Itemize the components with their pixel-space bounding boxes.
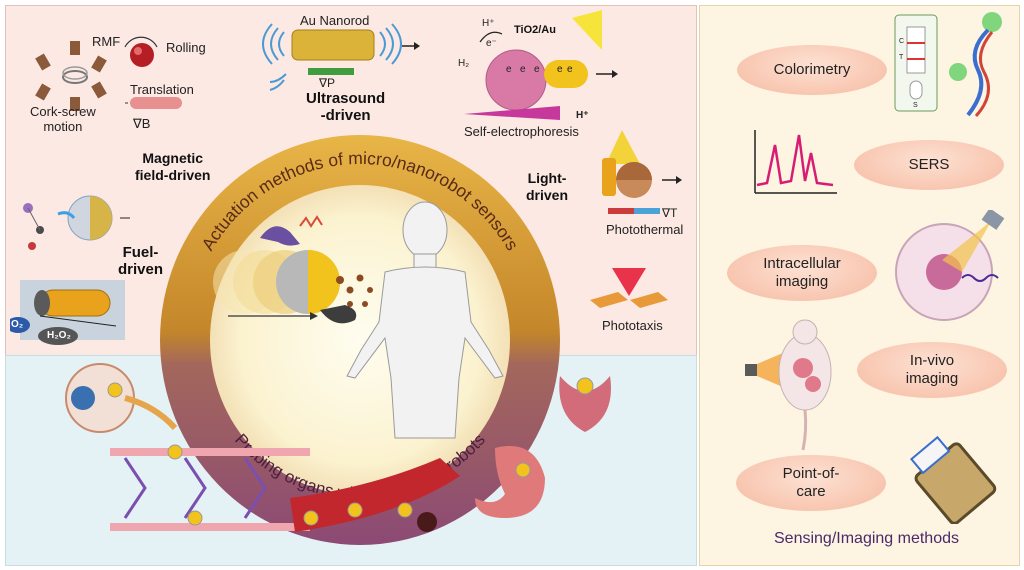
e-mark: e [520, 64, 526, 75]
robot-claw [320, 305, 357, 324]
hydrogen-label: H₂ [458, 58, 470, 69]
proton-label-gradient: H⁺ [576, 110, 589, 121]
organ-illustrations [65, 363, 611, 532]
translation-capsule-icon [130, 97, 182, 109]
translation-label: Translation [130, 82, 194, 97]
photothermal-diagram [602, 130, 682, 214]
intracellular-cell-icon [895, 210, 1005, 321]
photothermal-label: Photothermal [606, 222, 684, 237]
colorimetry-test-strip-icon [894, 14, 938, 112]
dna-probe-icon [949, 12, 1002, 118]
cargo-molecules [336, 274, 373, 307]
magnetic-diagram [35, 36, 182, 111]
e-mark: e [534, 64, 540, 75]
strip-mark-c: C [899, 38, 905, 45]
au-segment-icon [544, 60, 588, 88]
human-body-figure [346, 201, 504, 439]
fuel-diagram [10, 195, 130, 345]
oxygen-label: O₂ [11, 319, 24, 330]
e-mark: e [506, 64, 512, 75]
light-cone-icon [606, 130, 640, 164]
peroxide-bubble [38, 327, 78, 345]
light-beam-icon [612, 268, 646, 296]
ultrasound-diagram [262, 23, 420, 91]
corkscrew-label: Cork-screw motion [30, 104, 96, 134]
method-sers: SERS [854, 140, 1004, 190]
method-intracellular-imaging: Intracellular imaging [727, 245, 877, 301]
sensing-panel-title: Sensing/Imaging methods [774, 530, 959, 547]
self-electrophoresis-diagram [464, 10, 618, 120]
method-point-of-care: Point-of- care [736, 455, 886, 511]
sers-spectrum-icon [754, 130, 837, 194]
rolling-sphere-icon [124, 36, 158, 67]
e-mark: e [557, 64, 563, 75]
method-in-vivo-imaging: In-vivo imaging [857, 342, 1007, 398]
au-nanorod-label: Au Nanorod [300, 13, 370, 28]
oxygen-bubble [10, 317, 30, 333]
strip-mark-s: S [913, 102, 918, 109]
eye-organ-icon [65, 363, 178, 433]
blood-vessel-network-icon [110, 444, 310, 531]
au-nanorod-icon [291, 29, 375, 61]
phototaxis-diagram [590, 268, 668, 308]
sound-wave-icon [262, 23, 402, 91]
light-mode-label: Light- driven [526, 170, 569, 203]
molecule-icon [23, 203, 44, 250]
nanorobot-trail [213, 250, 340, 314]
artery-icon [290, 458, 460, 532]
rmf-label: RMF [92, 34, 121, 49]
gradient-t-label: ∇T [662, 206, 678, 220]
self-electrophoresis-label: Self-electrophoresis [464, 124, 579, 139]
gradient-p-label: ∇P [319, 76, 336, 90]
gradient-b-label: ∇B [133, 116, 151, 131]
proton-label-top: H⁺ [482, 18, 495, 29]
janus-engine-icon [57, 195, 113, 241]
proton-gradient-wedge [464, 106, 560, 120]
peroxide-label: H₂O₂ [47, 330, 71, 341]
bladder-icon [559, 376, 611, 432]
tubular-engine-icon [39, 289, 111, 317]
microscope-beam [942, 220, 992, 272]
e-mark: e [567, 64, 573, 75]
magnet-coils-icon [35, 41, 107, 111]
fuel-mode-label: Fuel- driven [118, 244, 164, 278]
pressure-gradient-bar [308, 68, 354, 75]
stomach-icon [475, 446, 545, 518]
strip-mark-t: T [899, 54, 904, 61]
gripper-arm [260, 226, 300, 246]
phototaxis-label: Phototaxis [602, 318, 663, 333]
rolling-label: Rolling [166, 40, 206, 55]
method-colorimetry: Colorimetry [737, 45, 887, 95]
tio2-au-label: TiO2/Au [514, 24, 556, 36]
ultrasound-mode-label: Ultrasound -driven [306, 90, 386, 124]
electron-label: e⁻ [486, 38, 497, 49]
light-cone-icon [572, 10, 602, 50]
point-of-care-device-icon [909, 435, 997, 524]
tio2-particle-icon [485, 49, 547, 111]
magnetic-mode-label: Magnetic field-driven [135, 150, 211, 183]
in-vivo-mouse-icon [745, 319, 832, 451]
